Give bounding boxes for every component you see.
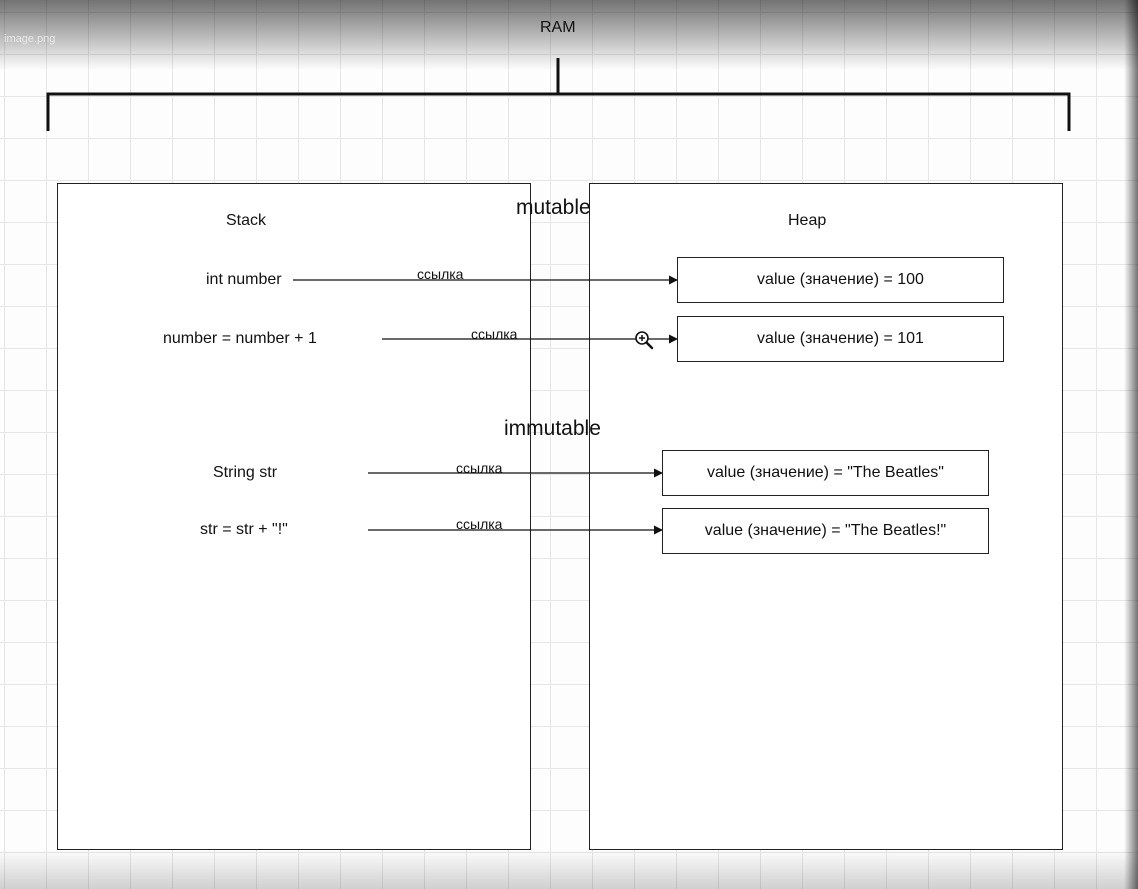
stack-item-str-plus-exclaim: str = str + "!" [200, 521, 288, 538]
heap-box-text: value (значение) = 101 [757, 330, 924, 347]
window-bottom-shadow [0, 849, 1138, 889]
heap-box-value-100: value (значение) = 100 [677, 257, 1004, 303]
stack-item-number-plus-one: number = number + 1 [163, 330, 317, 347]
arrow-label-ref: ссылка [456, 460, 503, 476]
window-right-edge [1124, 0, 1138, 889]
stack-item-int-number: int number [206, 271, 282, 288]
stack-item-string-str: String str [213, 464, 278, 481]
heap-box-the-beatles: value (значение) = "The Beatles" [662, 450, 989, 496]
immutable-label: immutable [504, 417, 601, 440]
stack-title: Stack [226, 212, 267, 229]
heap-box-text: value (значение) = "The Beatles" [707, 464, 944, 481]
zoom-in-cursor-icon [635, 331, 654, 350]
stack-panel [57, 183, 531, 850]
mutable-label: mutable [516, 196, 591, 219]
arrow-label-ref: ссылка [471, 326, 518, 342]
heap-box-text: value (значение) = "The Beatles!" [704, 522, 947, 539]
arrow-label-ref: ссылка [456, 516, 503, 532]
heap-box-text: value (значение) = 100 [757, 271, 924, 288]
arrow-label-ref: ссылка [417, 266, 464, 282]
ram-bracket [46, 58, 1071, 131]
heap-title: Heap [788, 212, 827, 229]
heap-box-the-beatles-exclaim: value (значение) = "The Beatles!" [662, 508, 989, 554]
file-name-label: image.png [4, 33, 56, 45]
ram-title: RAM [540, 19, 576, 36]
heap-box-value-101: value (значение) = 101 [677, 316, 1004, 362]
